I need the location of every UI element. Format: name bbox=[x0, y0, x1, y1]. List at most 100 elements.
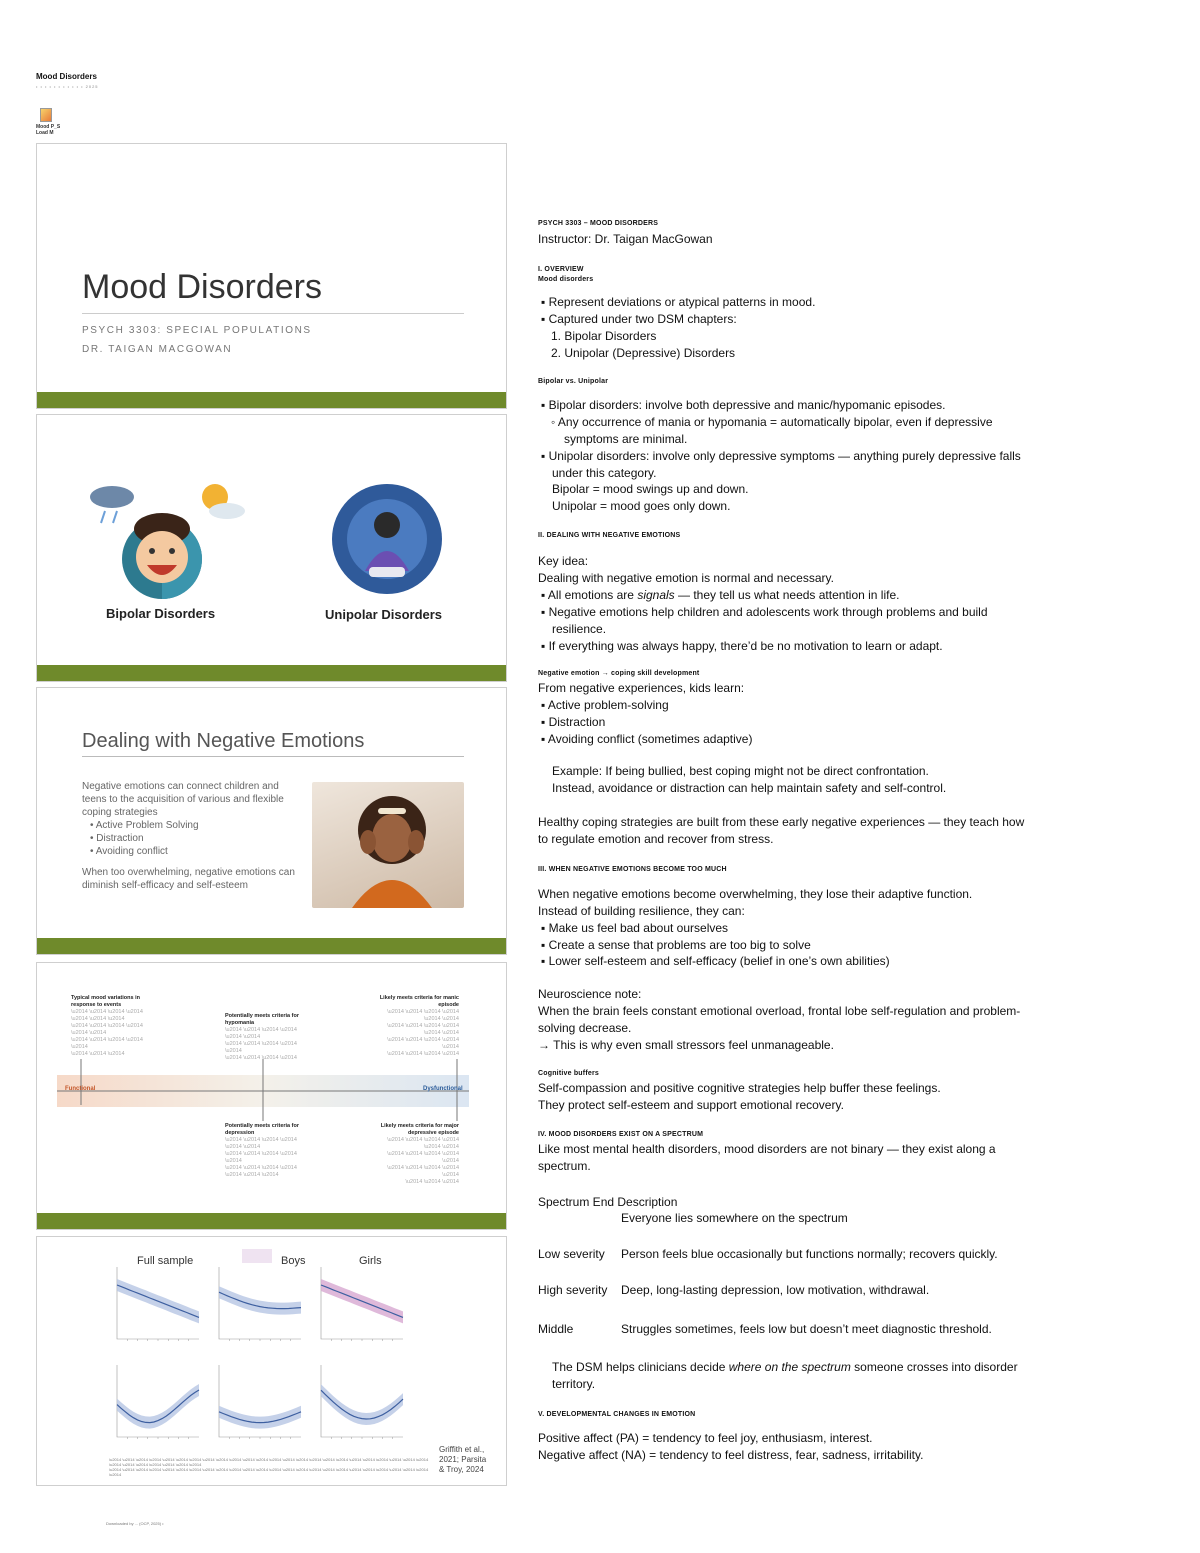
table-header: Spectrum End Description bbox=[538, 1195, 678, 1209]
body-paragraph: Negative emotions can connect children a… bbox=[82, 781, 284, 818]
course-heading: PSYCH 3303 – MOOD DISORDERS bbox=[538, 220, 659, 227]
figure-caption: \u2014 \u2014 \u2014 \u2014 \u2014 \u201… bbox=[109, 1457, 429, 1477]
body-paragraph: When too overwhelming, negative emotions… bbox=[82, 867, 295, 891]
note-line: Like most mental health disorders, mood … bbox=[538, 1142, 996, 1156]
note-line: spectrum. bbox=[538, 1159, 591, 1173]
bullet-cont: resilience. bbox=[552, 622, 607, 636]
citation-line: 2021; Parsita bbox=[439, 1455, 487, 1464]
subsection-heading: Negative emotion → coping skill developm… bbox=[538, 670, 700, 677]
section-heading: I. OVERVIEW bbox=[538, 266, 584, 273]
chart-panel bbox=[218, 1365, 302, 1439]
document-title: Mood Disorders bbox=[36, 72, 97, 81]
bullet-item: ▪ Active problem-solving bbox=[541, 698, 669, 712]
note-line: When negative emotions become overwhelmi… bbox=[538, 887, 973, 901]
document-subtitle: • • • • • • • • • • • 2025 bbox=[36, 84, 99, 89]
slide-footer-bar bbox=[37, 392, 506, 408]
note-line: Key idea: bbox=[538, 554, 589, 568]
bullet-item: ▪ Unipolar disorders: involve only depre… bbox=[541, 449, 1021, 463]
attachment-icon[interactable] bbox=[40, 108, 52, 122]
example-line: Example: If being bullied, best coping m… bbox=[552, 764, 929, 778]
section-heading: V. DEVELOPMENTAL CHANGES IN EMOTION bbox=[538, 1411, 696, 1418]
bullet-item: ▪ Avoiding conflict (sometimes adaptive) bbox=[541, 732, 753, 746]
note-line: Healthy coping strategies are built from… bbox=[538, 815, 1025, 829]
attachment-label-line1: Mood P_S bbox=[36, 124, 61, 130]
trend-line bbox=[218, 1411, 302, 1424]
table-cell-desc: Struggles sometimes, feels low but doesn… bbox=[621, 1322, 992, 1336]
panel-b-title: Boys bbox=[281, 1255, 306, 1267]
section-heading: III. WHEN NEGATIVE EMOTIONS BECOME TOO M… bbox=[538, 866, 727, 873]
bullet-item: ▪ All emotions are signals — they tell u… bbox=[541, 588, 900, 602]
slide-heading-rule bbox=[82, 756, 464, 757]
note-line: territory. bbox=[552, 1377, 596, 1391]
subsection-heading: Cognitive buffers bbox=[538, 1070, 599, 1077]
slide-title-subtitle: PSYCH 3303: SPECIAL POPULATIONS DR. TAIG… bbox=[82, 321, 312, 359]
table-header-desc: Everyone lies somewhere on the spectrum bbox=[621, 1211, 848, 1225]
note-line: Bipolar = mood swings up and down. bbox=[552, 482, 749, 496]
top-mid-label: Potentially meets criteria for hypomania… bbox=[225, 1013, 299, 1061]
table-cell-term: Low severity bbox=[538, 1247, 605, 1261]
rain-drop-icon bbox=[100, 510, 106, 524]
bullet-text: Distraction bbox=[96, 833, 144, 844]
bipolar-illustration bbox=[90, 484, 245, 599]
confidence-band bbox=[117, 1384, 199, 1429]
bullet-item: ▪ Represent deviations or atypical patte… bbox=[541, 295, 816, 309]
chart-axis bbox=[218, 1365, 301, 1438]
confidence-band bbox=[219, 1286, 301, 1315]
bullet-item: ▪ Make us feel bad about ourselves bbox=[541, 921, 729, 935]
trend-line bbox=[218, 1291, 302, 1310]
top-left-label: Typical mood variations in response to e… bbox=[71, 995, 143, 1057]
slide-title-rule bbox=[82, 313, 464, 314]
bottom-mid-label: Potentially meets criteria for depressio… bbox=[225, 1123, 299, 1178]
axis-functional-label: Functional bbox=[65, 1086, 96, 1092]
example-line: Instead, avoidance or distraction can he… bbox=[552, 781, 947, 795]
girl-covering-ears-photo bbox=[312, 782, 464, 908]
chart-panel bbox=[218, 1267, 302, 1341]
note-line: When the brain feels constant emotional … bbox=[538, 1004, 1021, 1018]
slide-heading: Dealing with Negative Emotions bbox=[82, 730, 365, 752]
citation-line: & Troy, 2024 bbox=[439, 1465, 484, 1474]
slide-footer-bar bbox=[37, 665, 506, 681]
bullet-item: ▪ Lower self-esteem and self-efficacy (b… bbox=[541, 954, 890, 968]
sub-bullet-item: ◦ Any occurrence of mania or hypomania =… bbox=[551, 415, 993, 429]
affect-line-charts bbox=[116, 1267, 404, 1439]
table-cell-term: Middle bbox=[538, 1322, 574, 1336]
citation-line: Griffith et al., bbox=[439, 1445, 485, 1454]
note-line: From negative experiences, kids learn: bbox=[538, 681, 745, 695]
bullet-item: • Active Problem Solving bbox=[90, 820, 199, 831]
bipolar-label: Bipolar Disorders bbox=[106, 606, 216, 621]
panel-a-title: Full sample bbox=[137, 1255, 194, 1267]
hugging-knees-figure bbox=[365, 551, 409, 571]
slide-footer-bar bbox=[37, 938, 506, 954]
slide-body: Negative emotions can connect children a… bbox=[82, 780, 302, 892]
bottom-right-label: Likely meets criteria for major depressi… bbox=[380, 1123, 459, 1185]
numbered-item: 2. Unipolar (Depressive) Disorders bbox=[551, 346, 736, 360]
unipolar-label: Unipolar Disorders bbox=[325, 607, 443, 622]
head-shape bbox=[374, 512, 400, 538]
bullet-item: ▪ If everything was always happy, there’… bbox=[541, 639, 943, 653]
note-line: Unipolar = mood goes only down. bbox=[552, 499, 731, 513]
slide-bipolar-unipolar: Bipolar Disorders Unipolar Disorders bbox=[36, 414, 507, 682]
trend-line bbox=[320, 1284, 404, 1318]
bullet-cont: under this category. bbox=[552, 466, 657, 480]
sub-bullet-cont: symptoms are minimal. bbox=[564, 432, 688, 446]
note-line: Self-compassion and positive cognitive s… bbox=[538, 1081, 941, 1095]
table-cell-desc: Person feels blue occasionally but funct… bbox=[621, 1247, 998, 1261]
bullet-item: ▪ Distraction bbox=[541, 715, 606, 729]
footer-note: Downloaded by ... (OCP, 2025) • bbox=[106, 1521, 164, 1526]
cloud-icon bbox=[209, 503, 245, 519]
chart-panel bbox=[116, 1365, 200, 1439]
storm-cloud-icon bbox=[90, 486, 134, 508]
bullet-item: ▪ Negative emotions help children and ad… bbox=[541, 605, 988, 619]
table-cell-desc: Deep, long-lasting depression, low motiv… bbox=[621, 1283, 930, 1297]
slide-title-heading: Mood Disorders bbox=[82, 268, 322, 306]
note-line: to regulate emotion and recover from str… bbox=[538, 832, 774, 846]
chart-panel bbox=[320, 1365, 404, 1439]
slide-negative-emotions: Dealing with Negative Emotions Negative … bbox=[36, 687, 507, 955]
chart-axis bbox=[116, 1365, 199, 1438]
section-heading: II. DEALING WITH NEGATIVE EMOTIONS bbox=[538, 532, 681, 539]
bullet-text: Active Problem Solving bbox=[95, 820, 199, 831]
bullet-text: Avoiding conflict bbox=[95, 846, 168, 857]
chart-panel bbox=[116, 1267, 200, 1341]
confidence-band bbox=[219, 1405, 301, 1429]
